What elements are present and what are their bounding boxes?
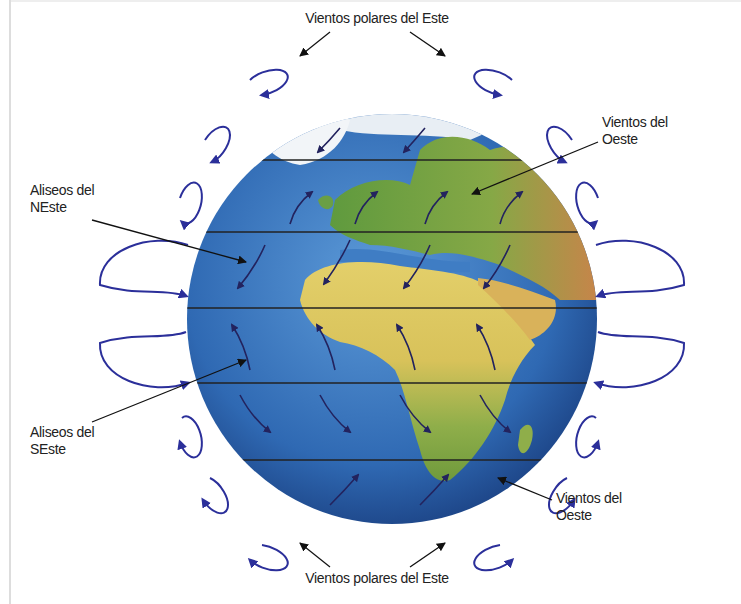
wind-label: Aliseos del NEste bbox=[30, 182, 122, 216]
wind-label: Vientos polares del Este bbox=[262, 10, 492, 27]
wind-label: Aliseos del SEste bbox=[30, 424, 122, 458]
wind-label: Vientos polares del Este bbox=[262, 570, 492, 587]
wind-label: Vientos del Oeste bbox=[556, 490, 648, 524]
wind-label: Vientos del Oeste bbox=[602, 114, 694, 148]
